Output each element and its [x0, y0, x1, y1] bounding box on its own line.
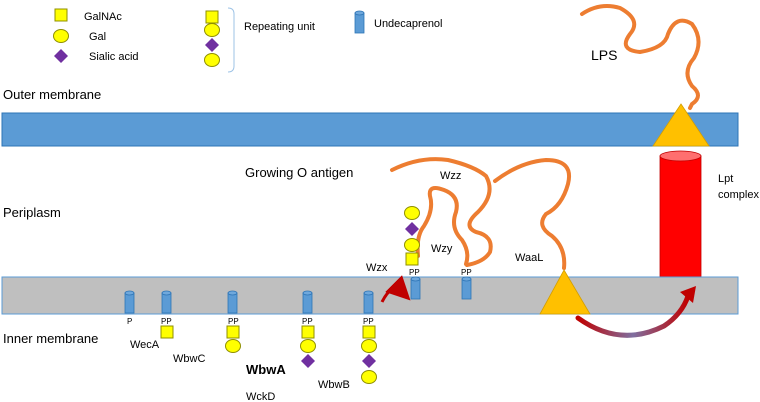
carrier-label-pp-wbwc: PP: [161, 317, 172, 326]
wbwa-label: WbwA: [246, 362, 286, 377]
undecaprenol-legend-icon: [354, 10, 365, 34]
legend-galnac-label: GalNAc: [84, 11, 122, 23]
wbwa-galnac-square: [226, 325, 240, 339]
legend-repeating-unit-label: Repeating unit: [244, 21, 315, 33]
carrier-label-pp-wbwb: PP: [363, 317, 374, 326]
wzy-o-antigen-chain: [415, 186, 470, 266]
repeat-unit-bracket: [227, 7, 235, 73]
waal-label: WaaL: [515, 252, 543, 264]
lpt-label-line2: complex: [718, 189, 759, 201]
wckd-sialic-diamond: [301, 354, 315, 368]
carrier-label-pp-wzx: PP: [409, 268, 420, 277]
undecaprenol-carrier-wzy: [461, 276, 472, 300]
undecaprenol-carrier-wbwc: [161, 290, 172, 314]
waal-to-lpt-arrowhead: [680, 286, 696, 303]
carrier-label-pp-wzy: PP: [461, 268, 472, 277]
wckd-gal-circle: [300, 339, 316, 353]
wbwa-gal-circle: [225, 339, 241, 353]
undecaprenol-carrier-wckd: [302, 290, 313, 314]
outer-membrane-label: Outer membrane: [3, 87, 101, 102]
periplasm-gal-top: [404, 206, 420, 220]
legend-gal-label: Gal: [89, 31, 106, 43]
wckd-galnac-square: [301, 325, 315, 339]
galnac-square-icon: [54, 8, 68, 22]
wbwb-sialic-diamond: [362, 354, 376, 368]
inner-membrane-label: Inner membrane: [3, 331, 98, 346]
undecaprenol-carrier-wbwa: [227, 290, 238, 314]
legend-sialic-acid-label: Sialic acid: [89, 51, 139, 63]
undecaprenol-carrier-weca: [124, 290, 135, 314]
wbwb-label: WbwB: [318, 379, 350, 391]
wzx-flip-arrow: [380, 275, 411, 303]
periplasm-gal-bottom: [404, 238, 420, 252]
carrier-label-p: P: [127, 317, 132, 326]
periplasm-label: Periplasm: [3, 205, 61, 220]
undecaprenol-carrier-wbwb: [363, 290, 374, 314]
carrier-label-pp-wckd: PP: [302, 317, 313, 326]
legend-undecaprenol-label: Undecaprenol: [374, 18, 443, 30]
lps-label: LPS: [591, 47, 617, 63]
wbwb-galnac-square: [362, 325, 376, 339]
wbwb-gal-circle-2: [361, 370, 377, 384]
gal-circle-icon: [53, 29, 69, 43]
sialic-acid-diamond-icon: [54, 49, 68, 63]
carrier-label-pp-wbwa: PP: [228, 317, 239, 326]
waal-o-antigen-chain: [493, 157, 571, 270]
periplasm-sialic-diamond: [405, 222, 419, 236]
repeat-unit-galnac-icon: [205, 10, 219, 24]
wzz-o-antigen-chain: [390, 157, 493, 267]
lpt-complex-cylinder: [659, 150, 702, 293]
lpt-label-line1: Lpt: [718, 173, 733, 185]
waal-to-lpt-arrow: [575, 293, 691, 338]
undecaprenol-carrier-wzx: [410, 276, 421, 300]
waal-ligase-triangle: [539, 269, 591, 315]
weca-label: WecA: [130, 339, 160, 351]
wzy-label: Wzy: [431, 243, 453, 255]
weca-galnac-square: [160, 325, 174, 339]
periplasm-galnac-square: [405, 252, 419, 266]
lps-core-triangle: [652, 103, 710, 147]
wckd-label: WckD: [246, 391, 275, 402]
repeat-unit-gal-icon-2: [204, 53, 220, 67]
growing-o-antigen-label: Growing O antigen: [245, 165, 353, 180]
outer-membrane: [1, 112, 739, 147]
wbwb-gal-circle: [361, 339, 377, 353]
wbwc-label: WbwC: [173, 353, 205, 365]
wzz-label: Wzz: [440, 170, 461, 182]
wzx-label: Wzx: [366, 262, 388, 274]
legend: GalNAc Gal Sialic acid Repeating unit Un…: [53, 7, 443, 73]
lps-o-antigen-chain: [580, 4, 701, 110]
repeat-unit-gal-icon: [204, 23, 220, 37]
repeat-unit-sialic-icon: [205, 38, 219, 52]
